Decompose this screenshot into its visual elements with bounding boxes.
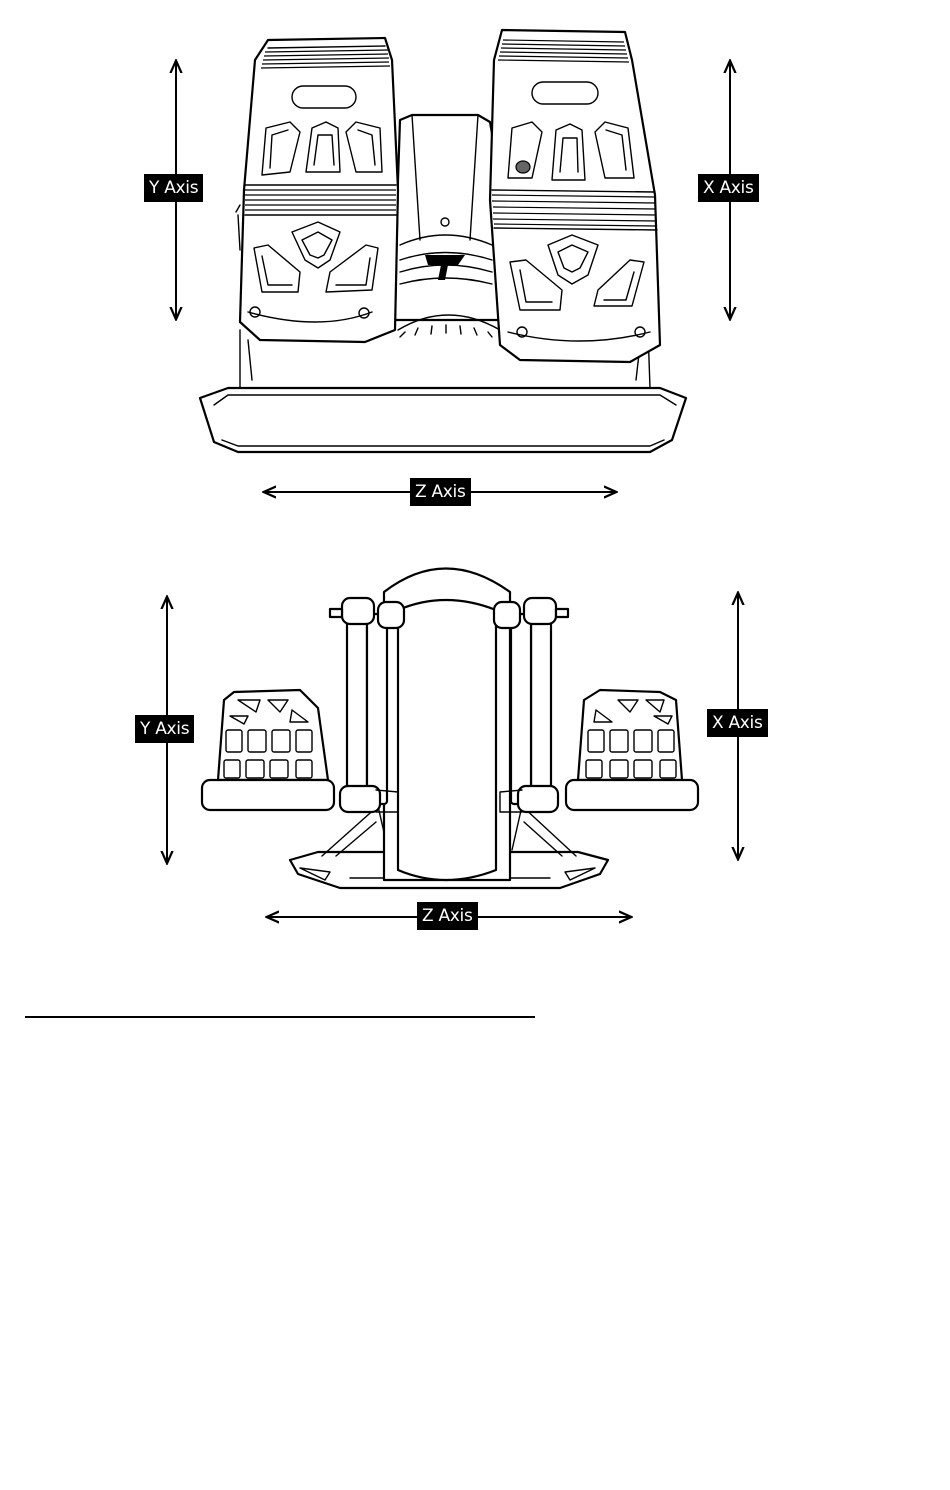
top-x-axis-label: X Axis — [698, 174, 759, 202]
top-z-axis-label: Z Axis — [410, 478, 471, 506]
bottom-pedal-diagram — [0, 0, 950, 1000]
bottom-right-pedal — [566, 690, 698, 810]
bottom-y-axis-label: Y Axis — [135, 715, 194, 743]
top-y-axis-label: Y Axis — [144, 174, 203, 202]
bottom-z-axis-label: Z Axis — [417, 902, 478, 930]
bottom-left-pedal — [202, 690, 334, 810]
footnote-separator — [25, 1016, 535, 1018]
bottom-x-axis-label: X Axis — [707, 709, 768, 737]
